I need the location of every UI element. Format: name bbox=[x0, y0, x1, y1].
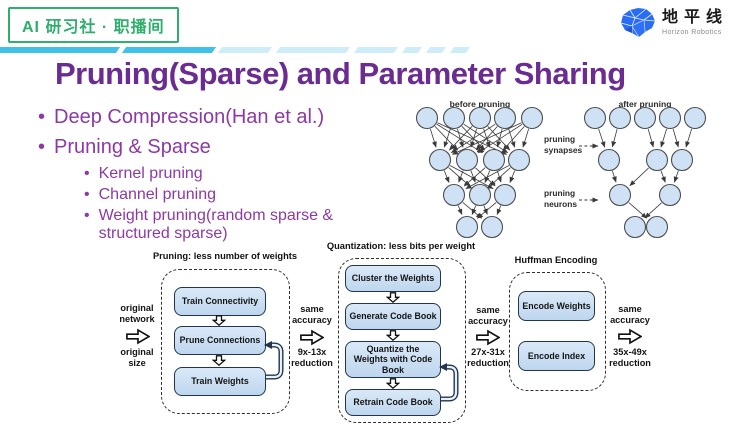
before-pruning-label: before pruning bbox=[450, 99, 511, 109]
svg-text:synapses: synapses bbox=[544, 145, 583, 155]
neuron-node bbox=[608, 106, 632, 130]
bullet-dot: • bbox=[84, 207, 90, 224]
after-pruning-label: after pruning bbox=[619, 99, 672, 109]
pipeline-box: Retrain Code Book bbox=[345, 389, 441, 416]
pipeline-box: Quantize the Weights with Code Book bbox=[345, 341, 441, 378]
band-segment bbox=[217, 47, 273, 53]
neuron-node bbox=[645, 215, 669, 239]
neuron-node bbox=[442, 106, 466, 130]
neuron-node bbox=[455, 215, 479, 239]
bullet-item: • Pruning & Sparse bbox=[38, 136, 398, 159]
pruning-neurons-label: pruning bbox=[544, 188, 575, 198]
neuron-node bbox=[468, 106, 492, 130]
neuron-node bbox=[658, 106, 682, 130]
stage3-title: Huffman Encoding bbox=[514, 255, 598, 265]
slide-title: Pruning(Sparse) and Parameter Sharing bbox=[55, 56, 626, 91]
bullet-text: Kernel pruning bbox=[98, 165, 203, 182]
neuron-node bbox=[645, 148, 669, 172]
neuron-node bbox=[597, 148, 621, 172]
neuron-node bbox=[493, 106, 517, 130]
input-label-top: original network bbox=[119, 303, 155, 324]
stage2-quantization-group bbox=[338, 258, 466, 423]
band-segment bbox=[425, 47, 447, 53]
network-after-pruning bbox=[583, 106, 707, 239]
bullet-item: • Kernel pruning bbox=[84, 165, 404, 183]
transition-label-bottom: 9x-13x reduction bbox=[291, 347, 333, 368]
neuron-node bbox=[493, 183, 517, 207]
bullet-dot: • bbox=[84, 186, 90, 203]
transition-label-bottom: 35x-49x reduction bbox=[609, 347, 651, 368]
bullet-item: • Weight pruning(random sparse & structu… bbox=[84, 207, 374, 243]
band-segment bbox=[353, 47, 399, 53]
right-block-arrow-icon bbox=[476, 329, 500, 346]
neuron-node bbox=[670, 148, 694, 172]
logo-en-text: Horizon Robotics bbox=[662, 29, 722, 36]
brain-logo-icon bbox=[620, 8, 656, 38]
neuron-node bbox=[633, 106, 657, 130]
pipeline-box: Encode Index bbox=[518, 341, 595, 371]
down-arrow-icon bbox=[386, 292, 400, 303]
neuron-node bbox=[520, 106, 544, 130]
svg-text:neurons: neurons bbox=[544, 199, 577, 209]
horizon-robotics-logo: 地平线 Horizon Robotics bbox=[618, 6, 728, 40]
band-segment bbox=[401, 47, 423, 53]
neuron-node bbox=[623, 215, 647, 239]
right-block-arrow-icon bbox=[300, 329, 324, 346]
network-before-pruning bbox=[415, 106, 544, 239]
neuron-node bbox=[583, 106, 607, 130]
pipeline-box: Cluster the Weights bbox=[345, 265, 441, 292]
pipeline-box: Prune Connections bbox=[174, 326, 266, 355]
bullet-text: Deep Compression(Han et al.) bbox=[54, 106, 325, 128]
down-arrow-icon bbox=[386, 330, 400, 341]
down-arrow-icon bbox=[386, 378, 400, 389]
down-arrow-icon bbox=[212, 355, 226, 366]
neuron-node bbox=[428, 148, 452, 172]
logo-cn-text: 地平线 bbox=[662, 9, 729, 26]
down-arrow-icon bbox=[212, 315, 226, 326]
neuron-node bbox=[482, 148, 506, 172]
pipeline-box: Generate Code Book bbox=[345, 303, 441, 330]
neuron-node bbox=[658, 183, 682, 207]
band-segment bbox=[449, 47, 471, 53]
input-label-bottom: original size bbox=[120, 347, 154, 368]
neuron-node bbox=[507, 148, 531, 172]
pruning-network-figure: before pruning after pruning pruning syn… bbox=[415, 99, 707, 239]
channel-badge: AI 研习社 · 职播间 bbox=[8, 7, 179, 43]
neuron-node bbox=[683, 106, 707, 130]
right-block-arrow-icon bbox=[618, 328, 642, 345]
band-segment bbox=[121, 47, 217, 53]
bullet-text: Weight pruning(random sparse & structure… bbox=[98, 207, 334, 242]
neuron-node bbox=[468, 183, 492, 207]
neuron-node bbox=[455, 148, 479, 172]
bullet-text: Channel pruning bbox=[98, 186, 217, 203]
bullet-dot: • bbox=[84, 165, 90, 182]
neuron-node bbox=[608, 183, 632, 207]
bullet-item: • Channel pruning bbox=[84, 186, 404, 204]
pipeline-box: Train Connectivity bbox=[174, 287, 266, 316]
bullet-item: • Deep Compression(Han et al.) bbox=[38, 106, 398, 129]
neuron-node bbox=[442, 183, 466, 207]
bullet-dot: • bbox=[38, 106, 46, 128]
stage3-huffman-group bbox=[509, 272, 606, 391]
transition-label-top: same accuracy bbox=[468, 305, 508, 326]
bullet-dot: • bbox=[38, 136, 46, 158]
transition-label-bottom: 27x-31x reduction bbox=[467, 347, 509, 368]
stage1-title: Pruning: less number of weights bbox=[152, 251, 298, 261]
right-block-arrow-icon bbox=[126, 328, 150, 345]
band-segment bbox=[275, 47, 351, 53]
band-segment bbox=[0, 47, 121, 53]
stage1-pruning-group bbox=[161, 269, 290, 414]
pruning-synapses-label: pruning bbox=[544, 134, 575, 144]
neuron-node bbox=[480, 215, 504, 239]
transition-label-top: same accuracy bbox=[610, 304, 650, 325]
bullet-text: Pruning & Sparse bbox=[54, 136, 211, 158]
transition-label-top: same accuracy bbox=[292, 304, 332, 325]
stage2-title: Quantization: less bits per weight bbox=[326, 241, 476, 251]
pipeline-box: Train Weights bbox=[174, 367, 266, 396]
neuron-node bbox=[415, 106, 439, 130]
pipeline-box: Encode Weights bbox=[518, 291, 595, 321]
